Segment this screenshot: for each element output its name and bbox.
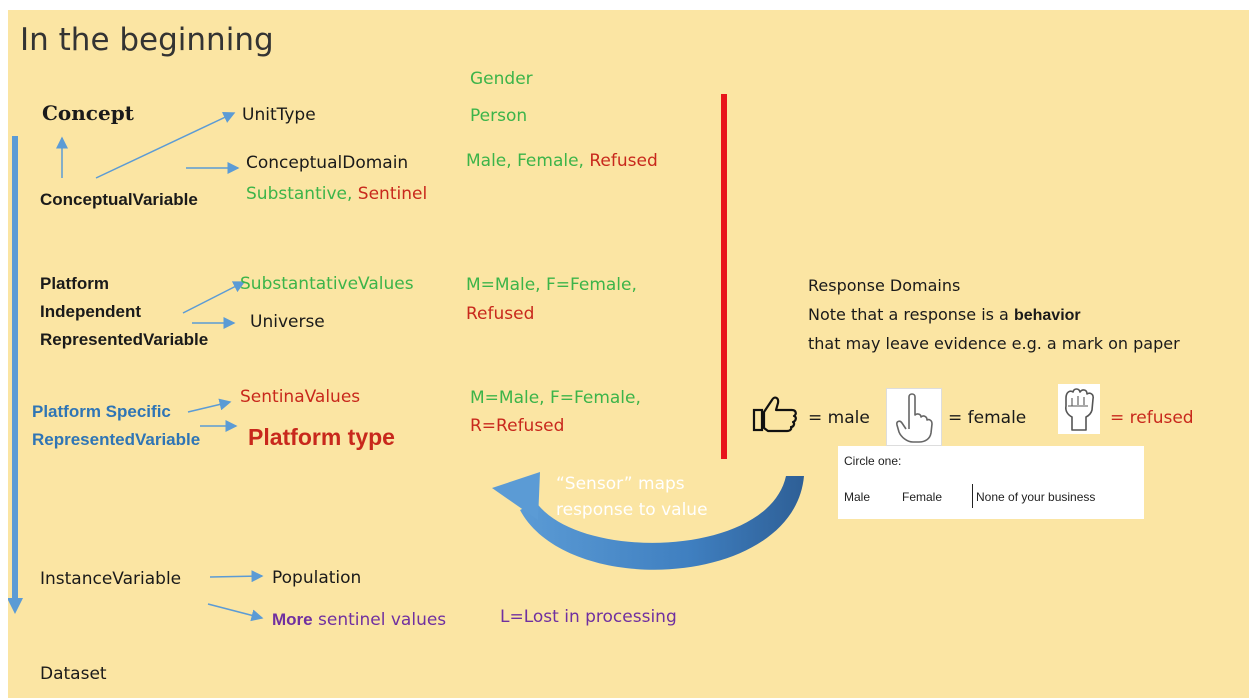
platform-specific-line-1: Platform Specific xyxy=(32,402,171,421)
population-label: Population xyxy=(272,568,362,588)
substantive-label: Substantive, xyxy=(246,184,353,204)
diagram-slide: In the beginning Concept ConceptualVaria… xyxy=(8,10,1249,698)
flow-arrow-head xyxy=(8,598,23,614)
conceptual-domain-label: ConceptualDomain xyxy=(246,153,409,173)
form-option-female: Female xyxy=(902,490,943,504)
connector-arrows xyxy=(8,112,804,622)
refused-equals-label: = refused xyxy=(1110,408,1194,428)
paper-form-snippet: Circle one: Male Female None of your bus… xyxy=(838,446,1144,519)
form-divider xyxy=(972,484,973,508)
concept-label: Concept xyxy=(42,101,134,125)
person-value: Person xyxy=(470,106,528,126)
more-label: More xyxy=(272,610,313,629)
sensor-note-line-2: response to value xyxy=(556,500,708,520)
response-note-prefix: Note that a response is a xyxy=(808,305,1009,324)
sensor-note-line-1: “Sensor” maps xyxy=(556,474,685,494)
mfr-value-line-1: M=Male, F=Female, xyxy=(470,388,641,408)
response-note-bold: behavior xyxy=(1013,307,1081,324)
refused-value: Refused xyxy=(589,151,658,171)
mfr-value-line-2: R=Refused xyxy=(470,416,565,436)
pointing-hand-icon xyxy=(886,388,942,446)
dataset-label: Dataset xyxy=(40,664,107,684)
platform-type-label: Platform type xyxy=(248,424,395,450)
mf-value-line-1: M=Male, F=Female, xyxy=(466,275,637,295)
gender-value: Gender xyxy=(470,69,533,89)
substantative-values-label: SubstantativeValues xyxy=(240,274,414,294)
mf-refused-value: Refused xyxy=(466,304,535,324)
male-female-value: Male, Female, xyxy=(466,151,584,171)
conceptual-variable-label: ConceptualVariable xyxy=(40,190,198,209)
unit-type-label: UnitType xyxy=(242,105,316,125)
red-divider xyxy=(721,94,727,459)
instance-variable-label: InstanceVariable xyxy=(40,569,182,589)
platform-specific-line-2: RepresentedVariable xyxy=(32,430,201,449)
response-note-line-1: Note that a response is a behavior xyxy=(808,305,1081,325)
page-title: In the beginning xyxy=(20,22,274,58)
sensor-curved-arrow-head xyxy=(492,472,540,520)
female-equals-label: = female xyxy=(948,408,1027,428)
more-sentinel-values-line: More sentinel values xyxy=(272,610,446,630)
lost-in-processing-value: L=Lost in processing xyxy=(500,607,677,627)
form-prompt: Circle one: xyxy=(844,454,902,468)
sentinel-values-label: sentinel values xyxy=(318,610,447,630)
sensor-curved-arrow xyxy=(520,476,804,570)
platform-independent-line-3: RepresentedVariable xyxy=(40,330,209,349)
thumbs-up-icon xyxy=(752,396,797,433)
sentina-values-label: SentinaValues xyxy=(240,387,361,407)
universe-label: Universe xyxy=(250,312,325,332)
response-domains-heading: Response Domains xyxy=(808,276,961,295)
male-equals-label: = male xyxy=(808,408,870,428)
form-option-none: None of your business xyxy=(976,490,1096,504)
male-female-refused-line: Male, Female, Refused xyxy=(466,151,658,171)
raised-fist-icon xyxy=(1058,384,1100,434)
platform-independent-line-1: Platform xyxy=(40,274,109,293)
sentinel-label: Sentinel xyxy=(357,184,428,204)
substantive-sentinel-line: Substantive, Sentinel xyxy=(246,184,427,204)
response-note-line-2: that may leave evidence e.g. a mark on p… xyxy=(808,334,1180,353)
form-option-male: Male xyxy=(844,490,871,504)
flow-arrow-shaft xyxy=(12,136,18,600)
platform-independent-line-2: Independent xyxy=(40,302,142,321)
